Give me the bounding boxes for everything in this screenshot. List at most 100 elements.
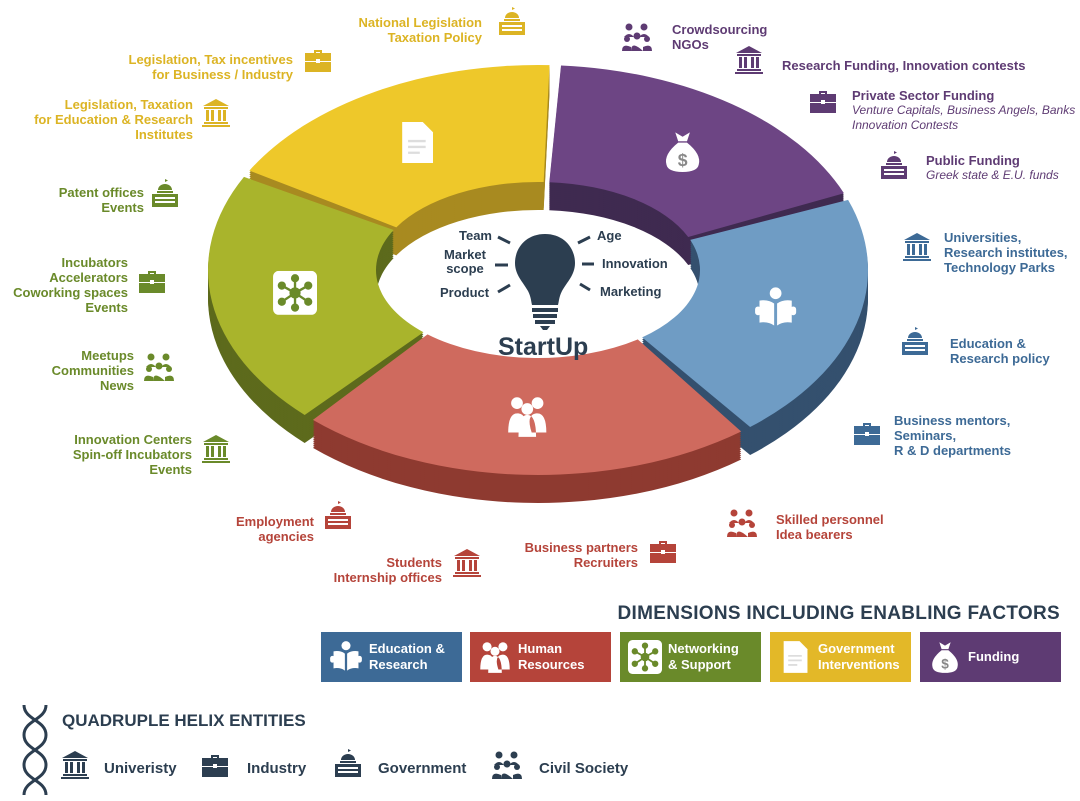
briefcase-icon xyxy=(648,536,678,566)
label-line: Legislation, Tax incentives xyxy=(128,52,293,67)
segment-human-icon xyxy=(508,397,547,437)
label-line: Business mentors, xyxy=(894,413,1011,428)
label-line: National Legislation xyxy=(358,15,482,30)
legend-label-line: Funding xyxy=(968,649,1020,664)
legend-money-icon xyxy=(928,640,962,674)
label-line: Research policy xyxy=(950,351,1050,366)
label-line: Communities xyxy=(51,363,134,378)
columns-icon xyxy=(452,548,482,578)
label-line: Patent offices xyxy=(58,185,144,200)
legend-label: Funding xyxy=(968,649,1019,665)
people-icon xyxy=(727,508,757,538)
label-line: Taxation Policy xyxy=(387,30,482,45)
label-subline: Innovation Contests xyxy=(852,118,959,132)
label-line: Events xyxy=(85,300,128,315)
label-line: NGOs xyxy=(672,37,709,52)
legend-doc-icon xyxy=(778,640,812,674)
label-line: for Education & Research xyxy=(34,112,193,127)
factor-product: Product xyxy=(440,285,490,300)
label-line: agencies xyxy=(258,529,314,544)
legend-label-line: Education & xyxy=(369,641,445,656)
label-line: Recruiters xyxy=(573,555,638,570)
legend-label: Education &Research xyxy=(369,641,445,673)
segment-funding xyxy=(549,65,844,238)
columns-icon xyxy=(902,232,932,262)
segment-government xyxy=(249,64,550,228)
factor-team: Team xyxy=(459,228,492,243)
label-line: Technology Parks xyxy=(944,260,1056,275)
label-line: Research institutes, xyxy=(944,245,1068,260)
entity-government: Government xyxy=(378,760,467,777)
capitol-icon xyxy=(150,178,180,208)
label-subline: Venture Capitals, Business Angels, Banks xyxy=(852,103,1076,117)
briefcase-icon xyxy=(303,45,333,75)
legend-label-line: Networking xyxy=(668,641,739,656)
civil-society-icon xyxy=(492,750,522,780)
label-line: Legislation, Taxation xyxy=(64,97,193,112)
label-line: Incubators xyxy=(61,255,128,270)
legend-label: Networking& Support xyxy=(668,641,739,673)
helix-title: QUADRUPLE HELIX ENTITIES xyxy=(62,711,306,730)
factor-innovation: Innovation xyxy=(602,256,668,271)
lightbulb-icon xyxy=(515,234,575,330)
columns-icon xyxy=(201,434,231,464)
legend-label-line: Interventions xyxy=(818,657,900,672)
legend-item: Funding xyxy=(920,632,1061,682)
label-line: Events xyxy=(101,200,144,215)
label-line: Seminars, xyxy=(894,428,957,443)
entity-civil-society: Civil Society xyxy=(539,760,629,777)
briefcase-icon xyxy=(808,86,838,116)
label-line: Events xyxy=(149,462,192,477)
legend-item: Education &Research xyxy=(321,632,462,682)
education-label: Education &Research policy xyxy=(950,336,1050,366)
capitol-icon xyxy=(900,326,930,356)
government-icon xyxy=(333,748,363,778)
label-line: Employment xyxy=(235,514,314,529)
funding-label: Research Funding, Innovation contests xyxy=(782,58,1025,73)
startup-title: StartUp xyxy=(498,333,589,361)
capitol-icon xyxy=(879,150,909,180)
label-line: Spin-off Incubators xyxy=(72,447,192,462)
legend-label-line: Government xyxy=(818,641,895,656)
university-icon xyxy=(60,750,90,780)
people-icon xyxy=(144,352,174,382)
label-line: R & D departments xyxy=(894,443,1012,458)
capitol-icon xyxy=(497,6,527,36)
entity-university: Univeristy xyxy=(104,760,177,777)
education-label: Business mentors,Seminars,R & D departme… xyxy=(894,413,1011,458)
label-line: Internship offices xyxy=(333,570,442,585)
legend-network-icon xyxy=(628,640,662,674)
legend-book-icon xyxy=(329,640,363,674)
label-line: Private Sector Funding xyxy=(852,88,995,103)
legend-label-line: Resources xyxy=(518,657,585,672)
label-line: Coworking spaces xyxy=(13,285,128,300)
people-icon xyxy=(622,22,652,52)
label-line: Public Funding xyxy=(926,153,1020,168)
label-line: Innovation Centers xyxy=(74,432,192,447)
label-line: Education & xyxy=(950,336,1026,351)
factor-market-scope: Market scope xyxy=(444,247,486,276)
legend-label-line: Human xyxy=(518,641,563,656)
label-line: for Business / Industry xyxy=(152,67,293,82)
label-line: Students xyxy=(386,555,442,570)
startup-ring-diagram xyxy=(207,64,868,503)
segment-government-icon xyxy=(401,120,435,165)
label-line: Universities, xyxy=(944,230,1022,245)
legend-title: DIMENSIONS INCLUDING ENABLING FACTORS xyxy=(617,603,1060,624)
label-line: Business partners xyxy=(524,540,638,555)
label-line: Crowdsourcing xyxy=(672,22,768,37)
label-line: News xyxy=(100,378,134,393)
capitol-icon xyxy=(323,500,353,530)
